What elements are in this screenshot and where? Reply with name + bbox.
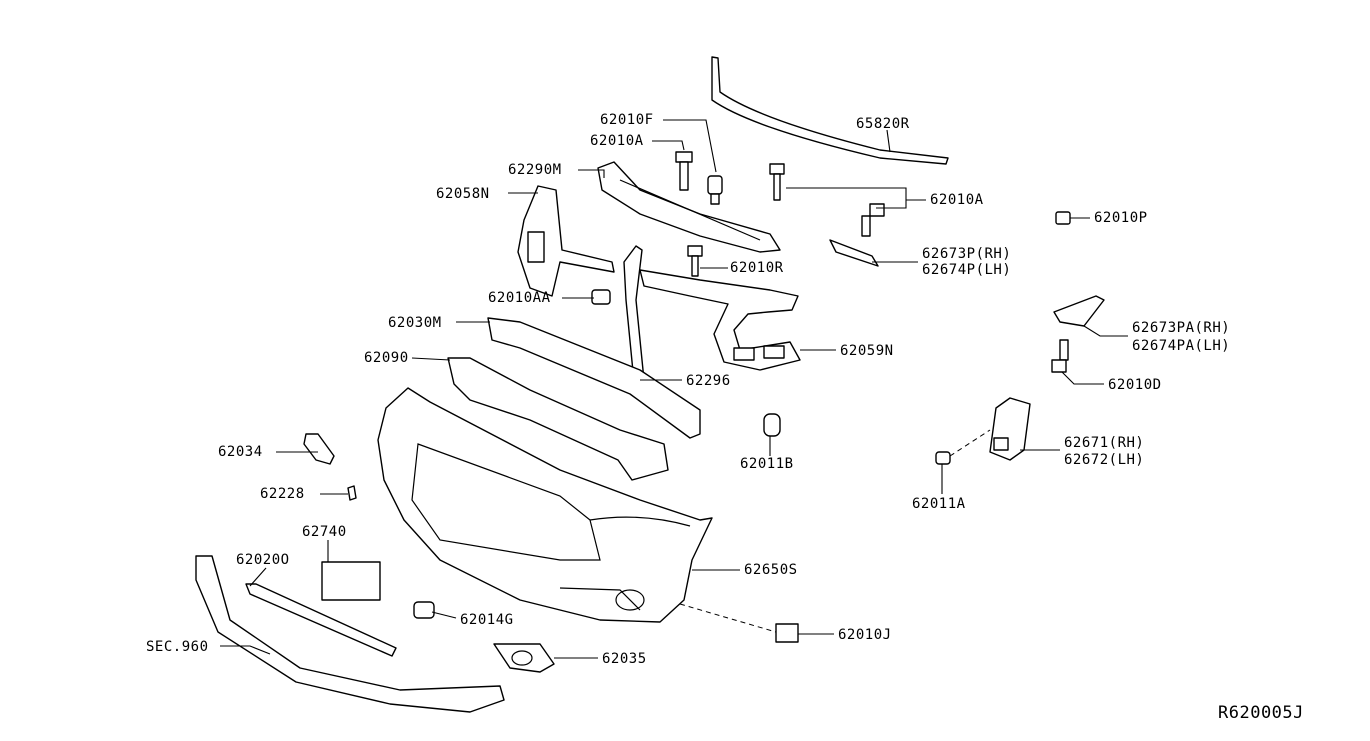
- callout-65820R: 65820R: [856, 116, 910, 132]
- clip-62010F: [707, 175, 723, 205]
- part-62740-plate: [321, 561, 381, 601]
- callout-62674PA: 62674PA(LH): [1132, 338, 1230, 354]
- clip-62010P: [1055, 211, 1071, 225]
- callout-62010AA: 62010AA: [488, 290, 551, 306]
- callout-62010R: 62010R: [730, 260, 784, 276]
- part-65820R-molding: [711, 56, 949, 165]
- part-62650S-fascia: [377, 387, 713, 623]
- callout-62058N: 62058N: [436, 186, 490, 202]
- callout-62090: 62090: [364, 350, 409, 366]
- part-62671-bracket: [989, 397, 1031, 461]
- callout-62011A: 62011A: [912, 496, 966, 512]
- part-62090-reinforcement: [447, 357, 669, 481]
- part-62030M-absorber: [487, 317, 701, 439]
- part-62290M-bracket: [597, 161, 781, 253]
- callout-62059N: 62059N: [840, 343, 894, 359]
- part-62058N-bracket: [517, 185, 615, 297]
- callout-62011B: 62011B: [740, 456, 794, 472]
- callout-62672: 62672(LH): [1064, 452, 1144, 468]
- callout-62034: 62034: [218, 444, 263, 460]
- part-62228-clip: [347, 485, 357, 501]
- clip-62010J: [775, 623, 799, 643]
- bolt-62010A-top: [675, 151, 693, 191]
- callout-62650S: 62650S: [744, 562, 798, 578]
- bolt-62010AA: [591, 289, 611, 305]
- callout-62740: 62740: [302, 524, 347, 540]
- callout-62014G: 62014G: [460, 612, 514, 628]
- part-62035-bezel: [493, 643, 555, 673]
- bolt-62010R: [687, 245, 703, 277]
- callout-62228: 62228: [260, 486, 305, 502]
- callout-62010A-right: 62010A: [930, 192, 984, 208]
- callout-SEC960: SEC.960: [146, 639, 209, 655]
- callout-62020O: 62020O: [236, 552, 290, 568]
- callout-62674P: 62674P(LH): [922, 262, 1011, 278]
- bolt-62010D: [1051, 339, 1069, 373]
- bolt-62010A-right: [769, 163, 785, 201]
- callout-62030M: 62030M: [388, 315, 442, 331]
- bolt-62011A: [935, 429, 991, 465]
- callout-62671: 62671(RH): [1064, 435, 1144, 451]
- leader-lines: [220, 119, 1128, 659]
- callout-62010D: 62010D: [1108, 377, 1162, 393]
- part-62296-stay: [623, 245, 645, 383]
- callout-62296: 62296: [686, 373, 731, 389]
- clip-62014G: [413, 601, 435, 619]
- part-62673PA-bracket: [1053, 295, 1105, 327]
- part-62034-bracket: [303, 433, 335, 465]
- clip-62011B: [763, 413, 781, 437]
- part-62673P-bracket: [829, 239, 879, 267]
- callout-62010J: 62010J: [838, 627, 892, 643]
- diagram-reference-code: R620005J: [1218, 703, 1304, 723]
- callout-62010P: 62010P: [1094, 210, 1148, 226]
- part-62020O-strip: [245, 583, 397, 657]
- callout-62673PA: 62673PA(RH): [1132, 320, 1230, 336]
- bolt-62010A-side: [861, 203, 885, 237]
- part-SEC960-spoiler: [195, 555, 505, 713]
- callout-62035: 62035: [602, 651, 647, 667]
- callout-62673P: 62673P(RH): [922, 246, 1011, 262]
- callout-62290M: 62290M: [508, 162, 562, 178]
- callout-62010A-top: 62010A: [590, 133, 644, 149]
- callout-62010F: 62010F: [600, 112, 654, 128]
